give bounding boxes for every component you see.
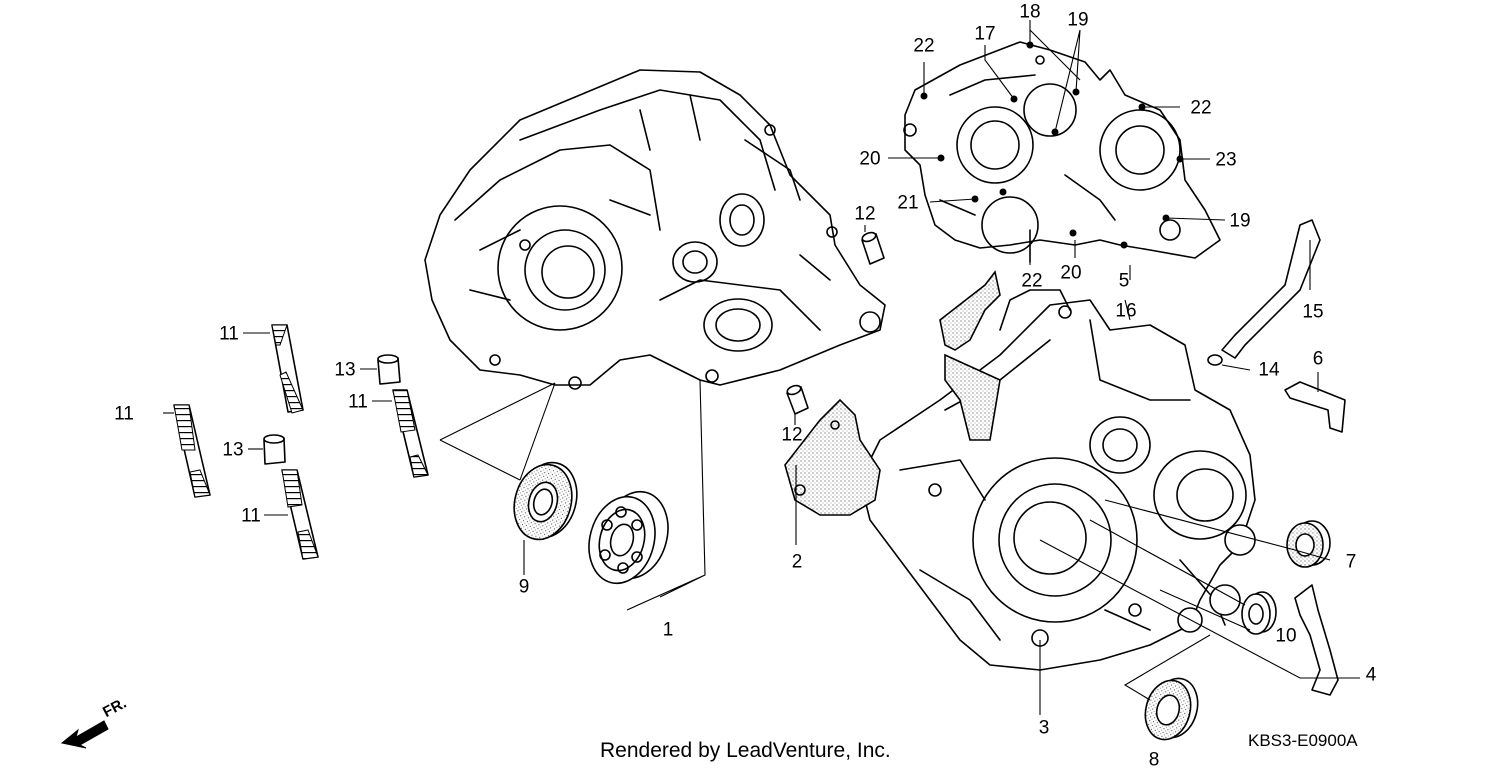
callout-1: 1 (662, 619, 674, 641)
left-crankcase-half (424, 69, 886, 390)
callout-12b: 12 (781, 424, 803, 446)
dowel-pins (263, 231, 885, 465)
callout-5: 5 (1118, 270, 1130, 292)
callout-11d: 11 (241, 505, 261, 527)
callout-2: 2 (791, 551, 803, 573)
callout-23: 23 (1215, 149, 1237, 171)
callout-3: 3 (1038, 717, 1050, 739)
bearing-10 (1241, 591, 1277, 635)
render-credit: Rendered by LeadVenture, Inc. (600, 739, 891, 762)
setting-plate (784, 398, 881, 516)
oil-seal-8 (1144, 677, 1199, 741)
callout-7: 7 (1345, 551, 1357, 573)
callout-22c: 22 (1021, 270, 1043, 292)
tube-clip (1207, 354, 1223, 366)
callout-15: 15 (1302, 301, 1324, 323)
callout-16: 16 (1115, 300, 1137, 322)
callout-13b: 13 (222, 439, 244, 461)
callout-8: 8 (1148, 749, 1160, 771)
front-direction-arrow-icon (60, 720, 109, 749)
callout-11a: 11 (219, 323, 239, 345)
oil-seal-9 (513, 461, 578, 541)
breather-tube (1221, 219, 1321, 359)
callout-12a: 12 (854, 203, 876, 225)
bearing-1 (588, 490, 669, 585)
callout-11b: 11 (114, 403, 134, 425)
crankcase-gasket (903, 41, 1221, 263)
diagram-code: KBS3-E0900A (1248, 731, 1358, 750)
callout-21: 21 (897, 192, 919, 214)
guide-plate (939, 270, 1001, 441)
callout-20b: 20 (1060, 262, 1082, 284)
callout-14: 14 (1258, 359, 1280, 381)
callout-13a: 13 (334, 359, 356, 381)
callout-4: 4 (1365, 664, 1377, 686)
callout-22b: 22 (1190, 97, 1212, 119)
oil-seal-7 (1286, 520, 1331, 568)
callout-19a: 19 (1067, 9, 1089, 31)
right-crankcase-half (859, 289, 1256, 671)
callout-9: 9 (518, 576, 530, 598)
breather-plate (1284, 381, 1346, 433)
callout-6: 6 (1312, 348, 1324, 370)
callout-11c: 11 (348, 391, 368, 413)
leader-lines (163, 20, 1360, 715)
callout-10: 10 (1275, 625, 1297, 647)
bearing-stopper (1294, 584, 1339, 696)
callout-19b: 19 (1229, 210, 1251, 232)
stud-bolts (173, 324, 429, 560)
callout-22a: 22 (913, 35, 935, 57)
callout-18: 18 (1019, 1, 1041, 23)
callout-20a: 20 (859, 148, 881, 170)
callout-17: 17 (974, 23, 996, 45)
